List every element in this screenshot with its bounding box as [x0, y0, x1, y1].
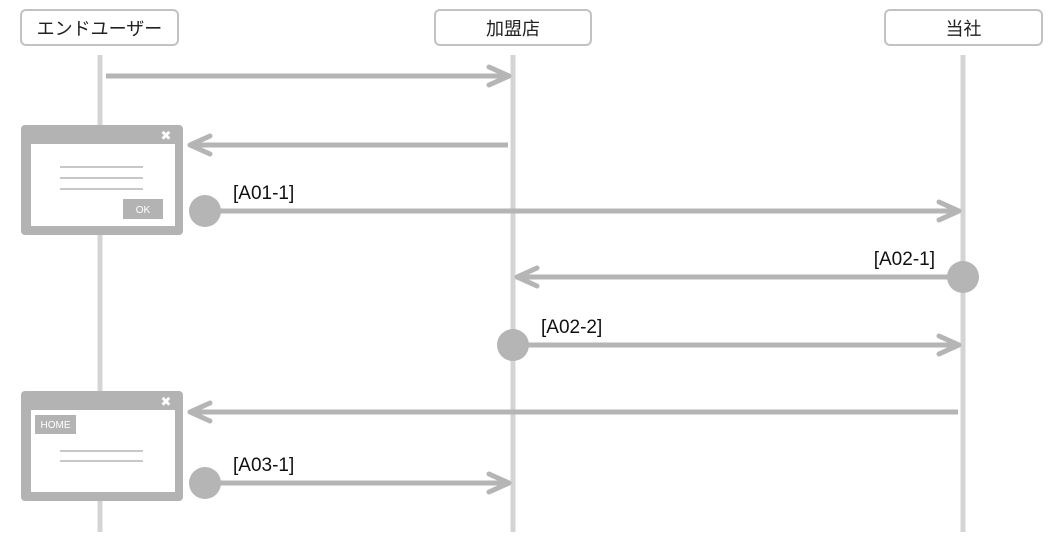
- message-arrow-head: [936, 333, 962, 357]
- message-label: [A02-1]: [874, 249, 935, 270]
- ok-button-label: OK: [136, 205, 151, 216]
- message-arrow-head: [486, 471, 512, 495]
- message-start-dot: [497, 329, 529, 361]
- message-label: [A03-1]: [233, 455, 294, 476]
- message-arrow-head: [936, 199, 962, 223]
- message-start-dot: [947, 261, 979, 293]
- close-icon: ✖: [161, 395, 172, 410]
- message-arrow-head: [187, 400, 213, 424]
- ok-button: [123, 199, 163, 219]
- home-button-label: HOME: [41, 420, 71, 431]
- message-label: [A02-2]: [541, 317, 602, 338]
- close-icon: ✖: [161, 129, 172, 144]
- home-screen: ✖ HOME: [21, 391, 183, 501]
- actor-merchant: 加盟店: [434, 9, 592, 46]
- actor-company: 当社: [884, 9, 1043, 46]
- message-arrow-head: [514, 265, 540, 289]
- home-button: [35, 415, 76, 434]
- message-arrow-head: [187, 133, 213, 157]
- actor-end-user: エンドユーザー: [20, 9, 179, 46]
- dialog-screen: ✖ OK: [21, 125, 183, 235]
- message-label: [A01-1]: [233, 183, 294, 204]
- message-arrow-head: [486, 64, 512, 88]
